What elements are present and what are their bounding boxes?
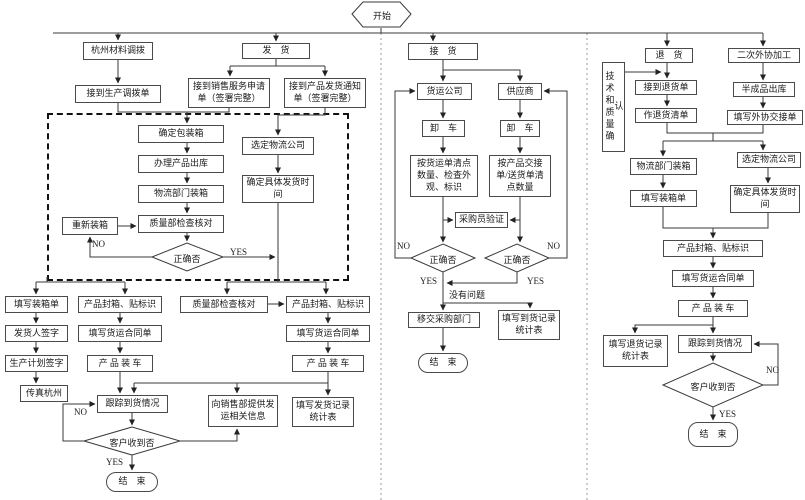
node-unload-a: 卸 车 [422,120,465,137]
node-recv-transfer-order: 接到生产调拨单 [75,85,161,103]
node-handover-purchasing: 移交采购部门 [408,312,480,328]
node-logistics-pack-1: 物流部门装箱 [138,185,224,203]
node-arrival-record: 填写到货记录统计表 [498,310,560,340]
node-start: 开始 [372,11,391,21]
node-confirm-box: 确定包装箱 [138,125,224,143]
node-check-product: 按产品交接单/送货单清点数量 [489,155,551,197]
node-logistics-pack-2: 物流部门装箱 [630,158,697,175]
node-load-b: 产 品 装 车 [292,355,364,372]
node-seal-label-a: 产品封箱、贴标识 [78,296,162,313]
node-semi-outbound: 半成品出库 [733,82,795,97]
node-end-3: 结 束 [688,422,738,447]
node-tech-quality-confirm: 技术和质量确认 [602,62,625,152]
node-confirm-time-2: 确定具体发货时间 [730,185,800,213]
node-unload-b: 卸 车 [500,120,540,137]
node-select-logistics-1: 选定物流公司 [242,137,314,155]
node-confirm-time-1: 确定具体发货时间 [242,175,314,203]
node-fill-packing-list-2: 填写装箱单 [630,190,697,207]
node-seal-label-c: 产品封箱、贴标识 [663,240,763,257]
label-yes-correct2: YES [420,276,438,286]
node-ship-record: 填写发货记录统计表 [292,397,354,427]
node-track-2: 跟踪到货情况 [678,335,752,353]
node-recv-return-note: 接到退货单 [635,80,697,95]
node-end-1: 结 束 [106,472,158,492]
label-no-correct1: NO [92,239,105,249]
node-shipper-sign: 发货人签字 [5,325,68,342]
node-correct-qb: 正确否 [503,255,531,265]
node-check-freight: 按货运单清点数量、检查外观、标识 [410,155,478,197]
label-no-problem: 没有问题 [449,290,486,300]
label-no-received2: NO [766,365,779,375]
node-load-c: 产 品 装 车 [678,300,748,317]
node-fill-packing-list-1: 填写装箱单 [5,296,68,313]
node-receive-title: 接 货 [408,43,478,60]
node-outsourcing-handover: 填写外协交接单 [727,110,803,125]
node-buyer-verify: 采购员验证 [455,212,508,228]
node-make-return-list: 作退货清单 [635,108,697,123]
node-supplier: 供应商 [498,83,542,100]
node-recv-ship-notice: 接到产品发货通知单（签署完整） [284,78,366,108]
label-yes-correct3: YES [527,276,545,286]
node-recv-sales-request: 接到销售服务申请单（签署完整） [188,78,270,108]
node-received-q2: 客户收到否 [690,382,736,392]
node-return-record: 填写退货记录统计表 [603,335,668,367]
node-outbound: 办理产品出库 [138,155,224,173]
node-return-title: 退 货 [645,48,693,63]
node-ship-title: 发 货 [242,43,310,59]
label-no-correct3: NO [547,241,560,251]
label-yes-received2: YES [719,409,737,419]
packing-process-frame [47,113,349,281]
node-inform-sales: 向销售部提供发运相关信息 [208,395,278,427]
node-qa-check-2: 质量部检查核对 [180,296,268,313]
node-end-2: 结 束 [418,353,468,373]
node-select-logistics-2: 选定物流公司 [737,152,801,168]
node-freight-contract-a: 填写货运合同单 [78,325,162,342]
node-qa-check-inner: 质量部检查核对 [138,215,224,233]
node-load-a: 产 品 装 车 [87,355,153,372]
label-no-received1: NO [74,407,87,417]
node-repack: 重新装箱 [62,217,118,235]
node-freight-company: 货运公司 [417,83,472,100]
node-hq-transfer: 杭州材料调拨 [83,42,153,60]
node-fax-hangzhou: 传真杭州 [20,385,68,402]
node-secondary-title: 二次外协加工 [728,48,800,63]
label-yes-received1: YES [106,457,124,467]
node-received-q1: 客户收到否 [109,438,155,448]
node-correct-q1: 正确否 [173,254,201,264]
node-correct-qa: 正确否 [429,255,457,265]
label-no-correct2: NO [397,241,410,251]
node-freight-contract-b: 填写货运合同单 [286,325,370,342]
label-yes-correct1: YES [230,247,248,257]
node-plan-sign: 生产计划签字 [5,355,68,372]
node-track-1: 跟踪到货情况 [97,395,168,413]
node-seal-label-b: 产品封箱、贴标识 [286,296,370,313]
node-freight-contract-c: 填写货运合同单 [672,270,754,287]
